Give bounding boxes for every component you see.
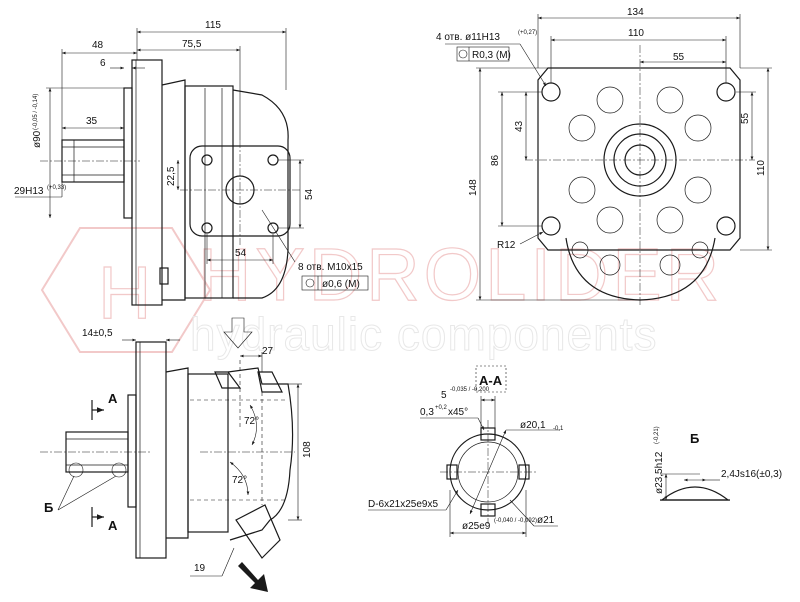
section-flange <box>135 341 167 559</box>
dim-port-pitch-h: 54 <box>235 248 247 259</box>
label-hole-spec-tol: (+0,27) <box>518 30 537 36</box>
dim-height-holes: 86 <box>490 154 501 166</box>
dim-detail-width: 2,4Js16(±0,3) <box>721 469 782 480</box>
mount-hole <box>541 82 561 102</box>
logo-hexagon-icon <box>40 227 212 353</box>
section-mark-bottom: A <box>108 518 118 533</box>
detail-b-profile <box>660 486 730 501</box>
section-view: 14±0,5 27 108 72° 72° 19 A A Б <box>40 317 313 592</box>
dim-minor-diameter-tol: -0,1 <box>553 426 564 432</box>
flow-in-arrow-icon <box>223 317 253 349</box>
position-tolerance-icon <box>458 49 468 59</box>
watermark-tagline: hydraulic components <box>190 308 657 360</box>
label-port-holes-tol: ø0,6 (M) <box>322 279 360 290</box>
dim-right-total: 110 <box>756 160 767 176</box>
dim-pilot-diameter: ø90 <box>32 130 43 148</box>
section-aa-title: A-A <box>479 373 503 388</box>
logo-mark: H <box>98 251 155 334</box>
label-hole-spec: 4 отв. ø11H13 <box>436 32 500 43</box>
dim-overall-length: 115 <box>205 20 221 31</box>
dim-shaft-length: 35 <box>86 116 98 127</box>
dim-port-width: 27 <box>262 346 274 357</box>
port-bolt-hole <box>267 154 279 166</box>
label-port-holes: 8 отв. M10x15 <box>298 262 363 273</box>
dim-corner-radius: R12 <box>497 240 516 251</box>
watermark-brand: HYDROLIDER <box>198 233 723 316</box>
dim-right-upper: 55 <box>740 112 751 124</box>
dim-chamfer: 0,3 <box>420 407 434 418</box>
dim-port-pitch-v: 54 <box>304 188 315 200</box>
dim-key-width-tol: -0,035 / -0,200 <box>450 387 490 393</box>
dim-section-height: 108 <box>302 441 313 458</box>
detail-b: Б ø23,5h12 (-0,21) 2,4Js16(±0,3) <box>654 426 782 501</box>
dim-shaft-diameter-tol: (+0,33) <box>47 185 66 191</box>
dim-flange-thickness: 6 <box>100 58 106 69</box>
dim-port-offset-v: 22,5 <box>166 166 177 186</box>
section-mark-top: A <box>108 391 118 406</box>
dim-flange-offset: 48 <box>92 40 104 51</box>
position-tolerance-icon <box>305 278 315 288</box>
dim-detail-diameter: ø23,5h12 <box>654 451 665 494</box>
dim-height-upper: 43 <box>514 120 525 132</box>
dim-width-overall: 134 <box>627 7 644 18</box>
flange-outline <box>537 67 741 251</box>
dim-major-diameter-tol: (-0,040 / -0,092) <box>494 518 537 524</box>
dim-half-width: 55 <box>673 52 685 63</box>
detail-mark: Б <box>44 500 53 515</box>
port-bolt-hole <box>201 154 213 166</box>
side-view: 134 110 55 4 отв. ø11H13 (+0,27) R0,3 (M… <box>436 7 772 305</box>
dim-chamfer-tol: +0,2 <box>435 405 448 411</box>
port-bolt-hole <box>267 222 279 234</box>
port-bolt-hole <box>201 222 213 234</box>
dim-bottom-offset: 19 <box>194 563 206 574</box>
dim-chamfer-angle: x45° <box>448 407 468 418</box>
dim-pilot-diameter-tol: (-0,05 / -0,14) <box>33 94 39 130</box>
dim-major-diameter: ø25e9 <box>462 521 491 532</box>
dim-minor-diameter: ø20,1 <box>520 420 546 431</box>
mount-hole <box>716 216 736 236</box>
watermark: H HYDROLIDER hydraulic components <box>40 227 723 361</box>
dim-port-center: 75,5 <box>182 39 202 50</box>
dim-width-holes: 110 <box>628 28 644 39</box>
dim-shaft-diameter: 29H13 <box>14 186 44 197</box>
dim-angle-top: 72° <box>244 416 259 427</box>
section-aa: A-A 5 -0,035 / -0,200 0,3 +0,2 x45° ø20,… <box>368 365 564 537</box>
mount-hole <box>716 82 736 102</box>
dim-angle-bottom: 72° <box>232 475 247 486</box>
detail-b-title: Б <box>690 431 699 446</box>
dim-inner-diameter: ø21 <box>537 515 555 526</box>
label-spline: D-6x21x25e9x5 <box>368 499 438 510</box>
label-position-tol: R0,3 (M) <box>472 50 511 61</box>
dim-flange: 14±0,5 <box>82 328 113 339</box>
front-view: 115 75,5 48 6 35 ø90 (-0,05 / -0,14) 29H… <box>14 20 369 306</box>
pilot <box>123 87 133 219</box>
mounting-flange <box>131 59 163 306</box>
dim-key-width: 5 <box>441 390 447 401</box>
dim-height-overall: 148 <box>468 179 479 196</box>
flow-out-arrow-icon <box>238 562 268 592</box>
dim-detail-diameter-tol: (-0,21) <box>654 426 660 444</box>
